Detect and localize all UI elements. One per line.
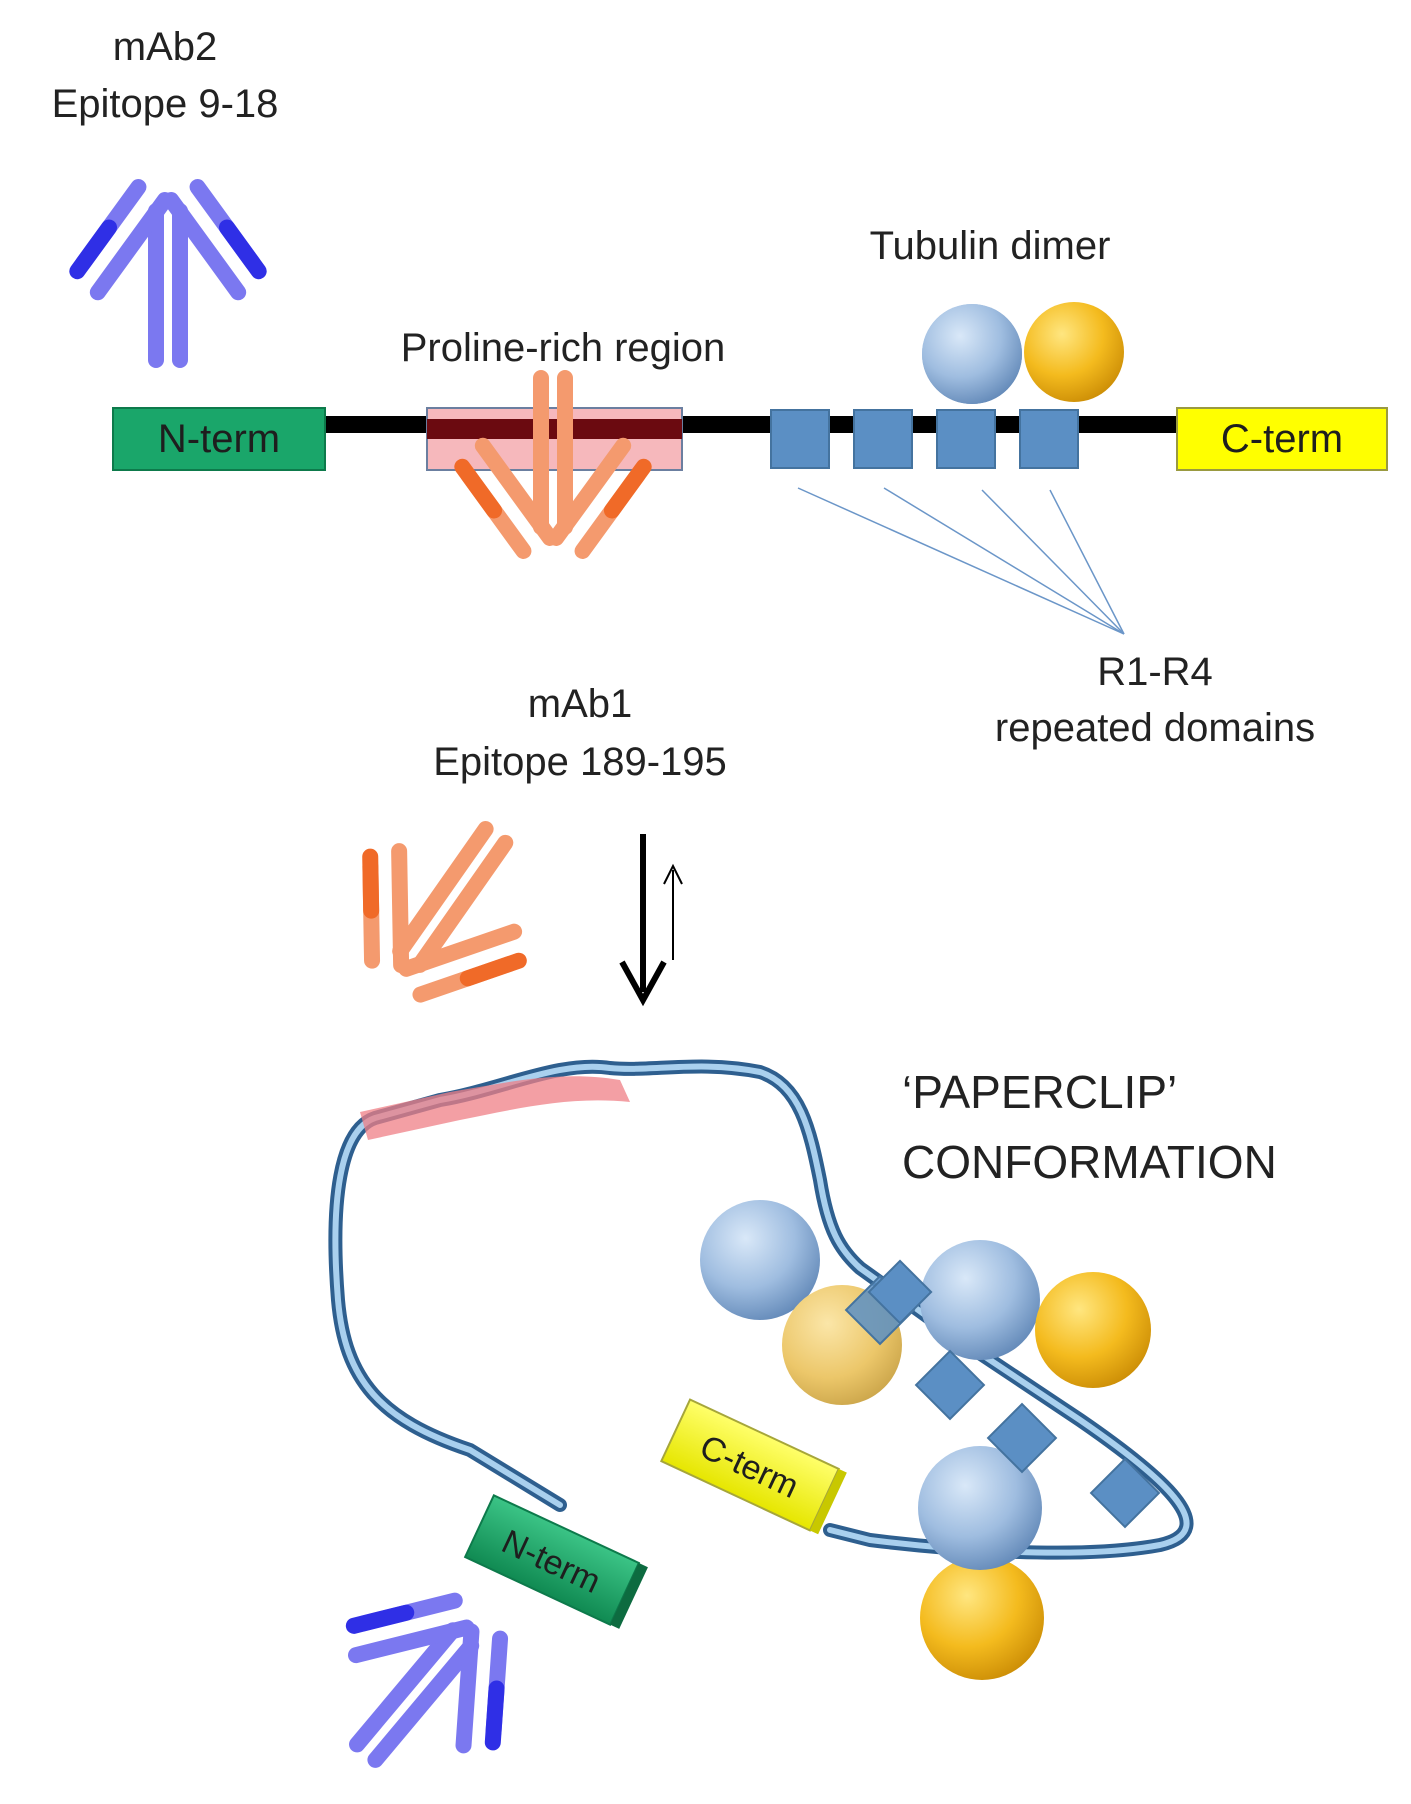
tubulin-alpha-front <box>922 304 1022 404</box>
n-term-box <box>112 407 326 471</box>
proline-rich-core <box>427 419 682 439</box>
mab1-antibody-top <box>454 370 652 563</box>
paperclip-label-line1: ‘PAPERCLIP’ <box>902 1066 1177 1118</box>
repeat-domain-r2 <box>853 409 913 469</box>
c-term-box <box>1176 407 1388 471</box>
repeat-pointer-lines <box>797 487 1125 635</box>
mab2-antibody-bound <box>287 1549 559 1804</box>
linear-tau-protein: N-term C-term <box>112 302 1388 635</box>
paperclip-repeat-domain-3 <box>914 1349 986 1421</box>
repeat-domain-r4 <box>1019 409 1079 469</box>
paperclip-c-term-box: C-term <box>659 1398 847 1535</box>
paperclip-repeat-domain-5 <box>1089 1457 1161 1529</box>
mab1-name-label: mAb1 <box>528 682 633 726</box>
repeat-domain-r1 <box>770 409 830 469</box>
paperclip-tubulin-gold-2 <box>1035 1272 1151 1388</box>
tubulin-dimer-label: Tubulin dimer <box>870 224 1111 268</box>
paperclip-n-term-box: N-term <box>463 1494 648 1629</box>
mab2-epitope-label: Epitope 9-18 <box>52 82 279 126</box>
c-term-label: C-term <box>1221 417 1343 461</box>
repeats-label-line1: R1-R4 <box>1097 650 1213 694</box>
paperclip-proline-ribbon <box>360 1076 630 1140</box>
proline-rich-label: Proline-rich region <box>401 326 726 370</box>
paperclip-label-line2: CONFORMATION <box>902 1136 1277 1188</box>
mab1-epitope-label: Epitope 189-195 <box>433 740 727 784</box>
mab2-antibody-top <box>69 175 267 368</box>
equilibrium-arrows <box>619 834 683 1007</box>
repeat-domain-r3 <box>936 409 996 469</box>
mab2-name-label: mAb2 <box>113 25 218 69</box>
n-term-label: N-term <box>158 417 280 461</box>
tubulin-beta-sphere <box>1024 302 1124 402</box>
mab1-antibody-bound <box>311 774 579 1042</box>
paperclip-tubulin-blue-2 <box>920 1240 1040 1360</box>
paperclip-tubulin-blue-1 <box>700 1200 820 1320</box>
repeats-label-line2: repeated domains <box>995 706 1315 750</box>
paperclip-repeat-domain-2 <box>867 1259 933 1325</box>
paperclip-tubulin-gold-3 <box>920 1556 1044 1680</box>
paperclip-tubulin-blue-3 <box>918 1446 1042 1570</box>
paperclip-chain <box>328 1059 1194 1560</box>
paperclip-repeat-domain-4 <box>986 1402 1058 1474</box>
